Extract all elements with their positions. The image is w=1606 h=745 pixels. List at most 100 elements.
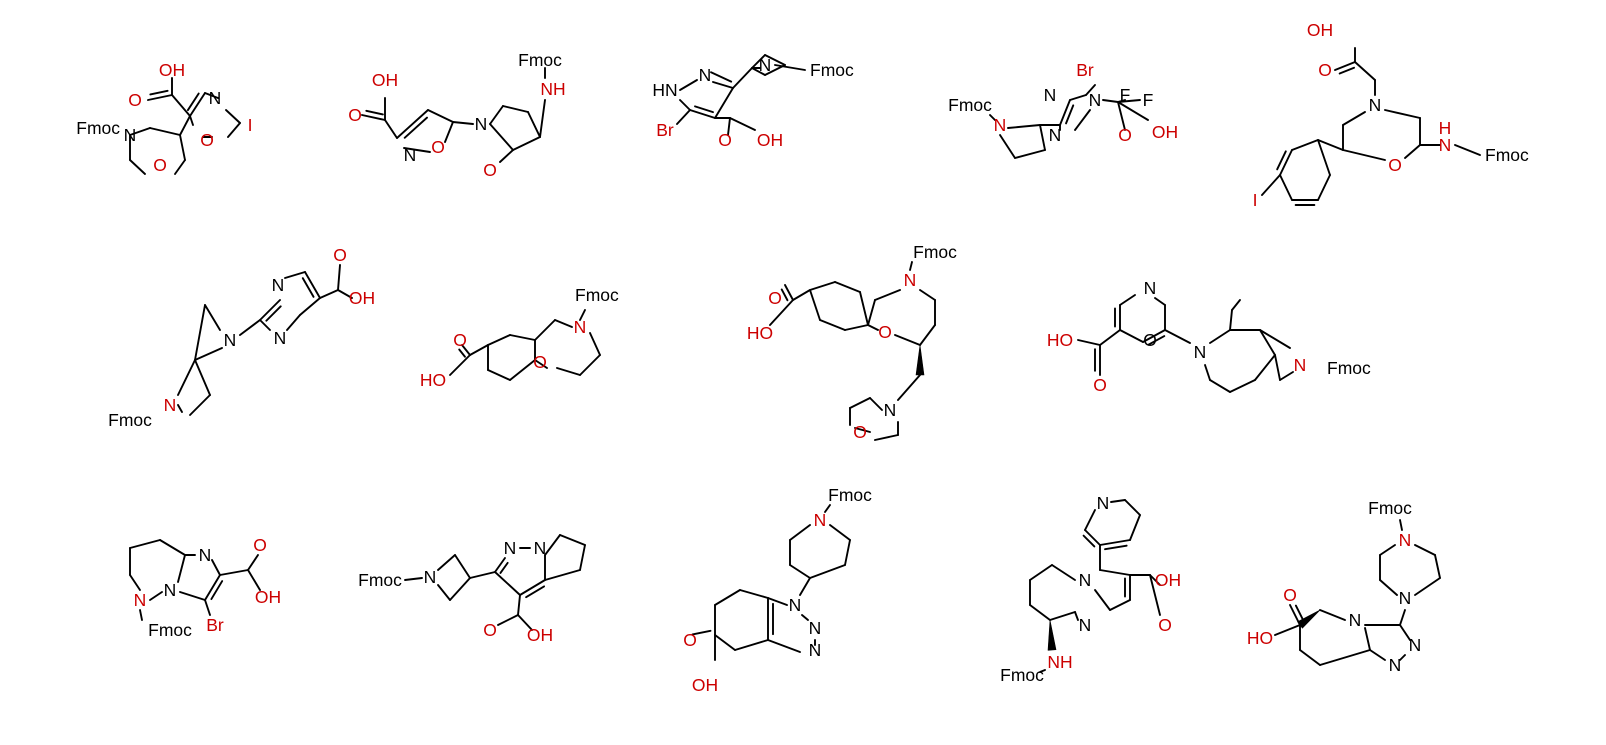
atom-label: F: [1120, 85, 1131, 105]
atom-label: N: [574, 317, 587, 337]
bond-line: [714, 634, 736, 651]
bond-line: [129, 574, 141, 591]
bond-line: [227, 122, 241, 138]
bond-line: [1014, 149, 1046, 159]
bond-line: [867, 299, 876, 326]
bond-line: [437, 584, 451, 601]
bond-line: [194, 304, 206, 361]
atom-label: N: [224, 330, 237, 350]
bond-line: [1209, 379, 1231, 393]
double-bond-line: [1147, 335, 1166, 346]
bond-line: [449, 577, 471, 601]
atom-label: OH: [255, 587, 281, 607]
bond-line: [469, 344, 489, 356]
bond-line: [1077, 339, 1101, 346]
bond-line: [487, 334, 511, 346]
bond-line: [559, 534, 586, 546]
atom-label: OH: [1307, 20, 1333, 40]
atom-label: N: [209, 88, 222, 108]
bond-line: [1259, 329, 1276, 356]
atom-label: N: [1044, 85, 1057, 105]
double-bond-line: [499, 561, 509, 574]
bond-line: [194, 347, 223, 361]
bond-line: [1007, 124, 1041, 129]
bond-line: [1142, 329, 1166, 343]
bond-line: [1364, 627, 1371, 651]
bond-line: [149, 591, 163, 601]
atom-label: N: [199, 545, 212, 565]
bond-line: [337, 289, 353, 299]
atom-label: N: [164, 395, 177, 415]
double-bond-line: [365, 109, 384, 116]
bond-line: [579, 354, 601, 376]
bond-line: [384, 119, 398, 139]
atom-label: O: [1143, 330, 1157, 350]
bond-line: [1129, 514, 1141, 541]
atom-label: N: [1439, 135, 1452, 155]
bond-line: [867, 324, 879, 331]
double-bond-line: [265, 305, 282, 322]
atom-label: O: [483, 620, 497, 640]
atom-label: N: [274, 328, 287, 348]
atom-label: N: [424, 567, 437, 587]
bond-line: [809, 564, 846, 579]
bond-line: [751, 54, 766, 69]
bond-line: [129, 127, 151, 136]
bond-line: [404, 577, 423, 581]
atom-label: OH: [1152, 122, 1178, 142]
bond-line: [519, 579, 546, 596]
bond-line: [712, 81, 734, 89]
atom-label: Fmoc: [575, 285, 619, 305]
bond-line: [337, 264, 341, 291]
bond-line: [204, 599, 211, 616]
bond-line: [774, 64, 806, 71]
atom-label: O: [483, 160, 497, 180]
bond-line: [259, 299, 281, 321]
atom-label: O: [718, 130, 732, 150]
atom-label: Fmoc: [76, 118, 120, 138]
bond-line: [403, 147, 431, 153]
bond-line: [999, 134, 1016, 159]
bond-line: [679, 99, 691, 111]
bond-line: [1317, 139, 1344, 151]
bond-line: [509, 334, 536, 341]
bond-line: [1404, 144, 1421, 159]
bond-line: [1084, 509, 1096, 531]
double-bond-line: [301, 277, 315, 298]
bond-line: [1414, 577, 1441, 596]
atom-label: N: [1097, 493, 1110, 513]
bond-line: [1279, 149, 1293, 176]
atom-label: N: [904, 270, 917, 290]
bond-line: [792, 289, 811, 301]
double-bond-line: [525, 585, 546, 599]
bond-line: [454, 554, 471, 579]
bond-line: [834, 281, 861, 293]
atom-label: N: [809, 640, 822, 660]
bond-line: [189, 115, 194, 126]
bond-line: [452, 121, 474, 125]
bond-line: [1399, 609, 1406, 626]
bond-line: [849, 397, 871, 409]
atom-label: Fmoc: [1000, 665, 1044, 685]
atom-label: N: [699, 65, 712, 85]
bond-line: [177, 404, 183, 413]
atom-label: I: [248, 115, 253, 135]
bond-line: [1029, 564, 1053, 581]
atom-label: Fmoc: [913, 242, 957, 262]
bond-line: [1299, 649, 1321, 666]
atom-label: Fmoc: [518, 50, 562, 70]
bond-line: [919, 289, 936, 301]
bond-line: [1099, 539, 1131, 546]
bond-line: [204, 92, 219, 99]
bond-line: [1049, 611, 1076, 621]
bond-line: [129, 159, 146, 175]
atom-label: O: [453, 330, 467, 350]
atom-label: OH: [757, 130, 783, 150]
bond-line: [147, 94, 173, 101]
bond-line: [729, 117, 756, 131]
bond-line: [1231, 299, 1241, 311]
bond-line: [894, 334, 921, 346]
